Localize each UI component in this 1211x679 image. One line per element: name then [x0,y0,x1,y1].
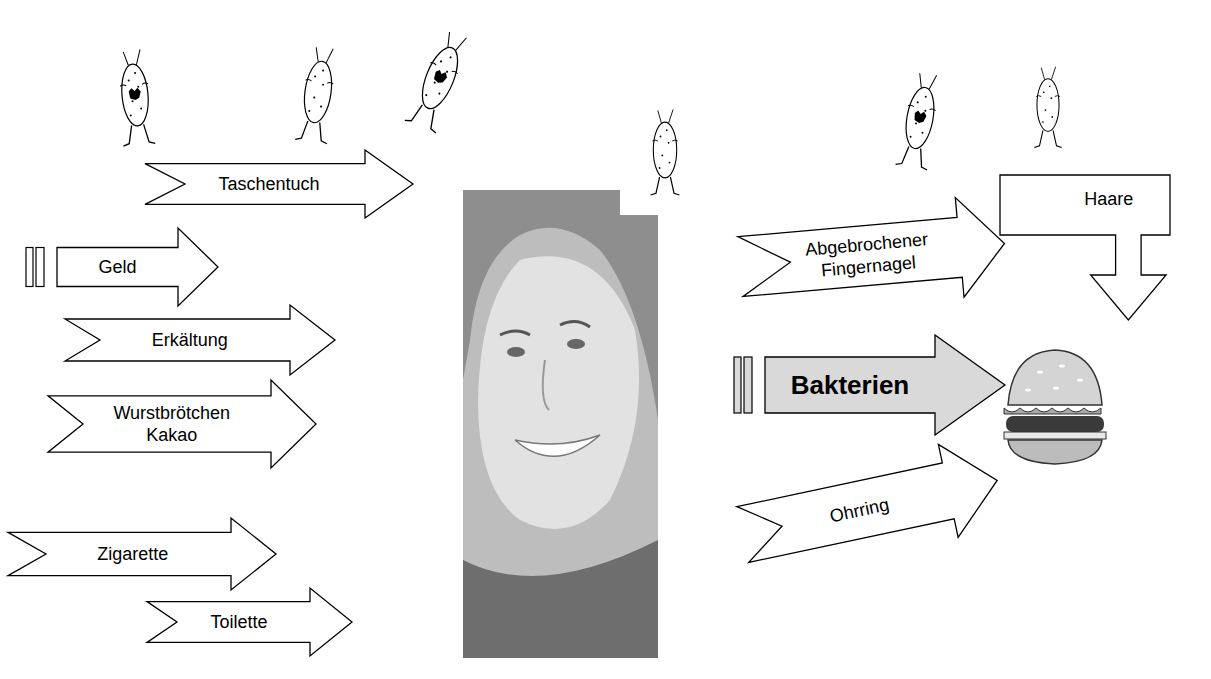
hamburger [1004,350,1106,464]
arrow-shape: Geld [25,228,218,306]
arrow-label: Taschentuch [218,173,319,195]
arrow-label: Zigarette [97,543,168,565]
down-arrow-box: Haare [1000,175,1170,320]
arrow-shape: Abgebrochener Fingernagel [736,194,1009,317]
shape-outline [48,380,316,468]
arrow-shape: Zigarette [8,518,276,590]
arrow-shape: Wurstbrötchen Kakao [48,380,316,468]
arrow-label: Bakterien [791,370,910,400]
portrait-photo [463,190,658,658]
arrow-label: Geld [98,256,136,278]
arrow-label: Wurstbrötchen Kakao [102,402,242,446]
bacterium [896,71,944,170]
bacterium [651,110,680,196]
bacterium [295,45,340,144]
bacterium [115,49,155,146]
arrow-label: Toilette [210,611,267,633]
bacterium [405,28,474,133]
arrow-shape: Bakterien [733,335,1005,435]
arrow-label: Erkältung [152,329,228,351]
arrow-shape: Ohrring [733,434,1007,581]
arrow-shape: Erkältung [65,305,335,375]
arrow-label: Haare [1084,188,1133,210]
arrow-shape: Toilette [147,588,352,656]
arrow-shape: Taschentuch [145,150,413,218]
bacterium [1034,67,1061,148]
